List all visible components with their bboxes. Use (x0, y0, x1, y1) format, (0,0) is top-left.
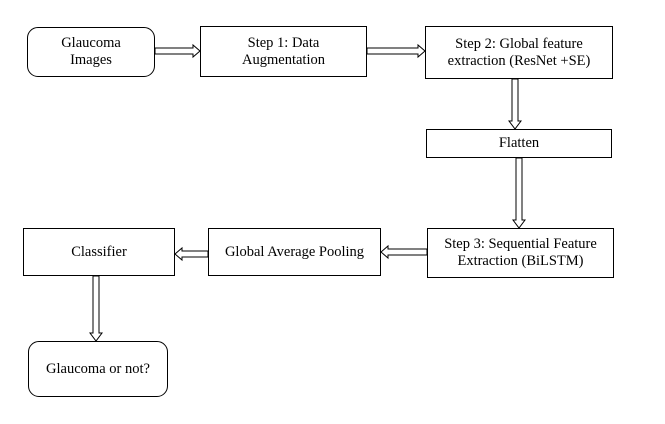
glaucoma-images-label: Glaucoma Images (61, 35, 121, 68)
output-node: Glaucoma or not? (28, 341, 168, 397)
classifier-label: Classifier (71, 243, 127, 260)
arrow-gap-to-classifier (174, 246, 209, 262)
arrow-images-to-step1 (154, 43, 201, 59)
arrow-flatten-to-step3 (512, 157, 526, 229)
flatten-node: Flatten (426, 129, 612, 158)
output-label: Glaucoma or not? (46, 360, 150, 377)
arrow-step2-to-flatten (508, 78, 522, 130)
step2-node: Step 2: Global feature extraction (ResNe… (425, 26, 613, 79)
flatten-label: Flatten (498, 135, 540, 151)
arrow-classifier-to-output (89, 275, 103, 342)
arrow-step1-to-step2 (366, 43, 426, 59)
step3-node: Step 3: Sequential Feature Extraction (B… (427, 228, 614, 278)
global-average-pooling-node: Global Average Pooling (208, 228, 381, 276)
arrow-step3-to-gap (380, 244, 428, 260)
glaucoma-images-node: Glaucoma Images (27, 27, 155, 77)
step3-label: Step 3: Sequential Feature Extraction (B… (444, 236, 597, 269)
step1-label: Step 1: Data Augmentation (242, 34, 325, 68)
classifier-node: Classifier (23, 228, 175, 276)
global-average-pooling-label: Global Average Pooling (224, 243, 365, 260)
step2-label: Step 2: Global feature extraction (ResNe… (447, 35, 591, 69)
step1-node: Step 1: Data Augmentation (200, 26, 367, 77)
